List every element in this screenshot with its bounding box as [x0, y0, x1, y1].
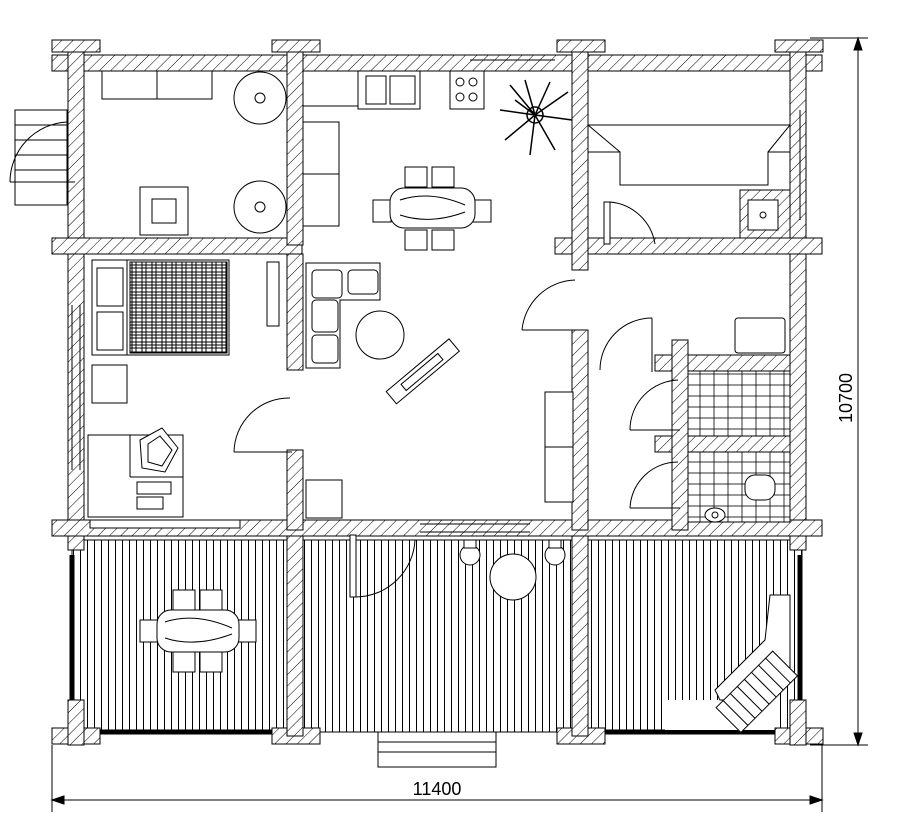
toilet-icon: [744, 474, 776, 501]
sofa: [305, 262, 381, 369]
entry-steps: [377, 731, 497, 768]
stove: [449, 70, 485, 110]
kitchen-area: [302, 70, 573, 251]
dining-table: [372, 166, 492, 251]
front-door: [349, 534, 566, 601]
bedroom: [87, 259, 292, 529]
sauna-room: [587, 124, 791, 245]
height-dimension-label: 10700: [836, 373, 856, 423]
desk: [87, 427, 184, 518]
coffee-table: [355, 310, 405, 360]
living-room: [305, 262, 578, 519]
dimension-height: [810, 36, 868, 747]
tv-stand: [385, 338, 461, 405]
veranda-stair: [714, 594, 799, 734]
utility-room: [101, 70, 287, 236]
plant-icon: [499, 79, 573, 156]
side-entry-stair: [9, 109, 75, 206]
dimension-width: [50, 745, 824, 812]
bath-area: [599, 317, 791, 523]
width-dimension-label: 11400: [413, 779, 462, 799]
windows: [71, 59, 801, 533]
veranda-table: [139, 589, 257, 673]
